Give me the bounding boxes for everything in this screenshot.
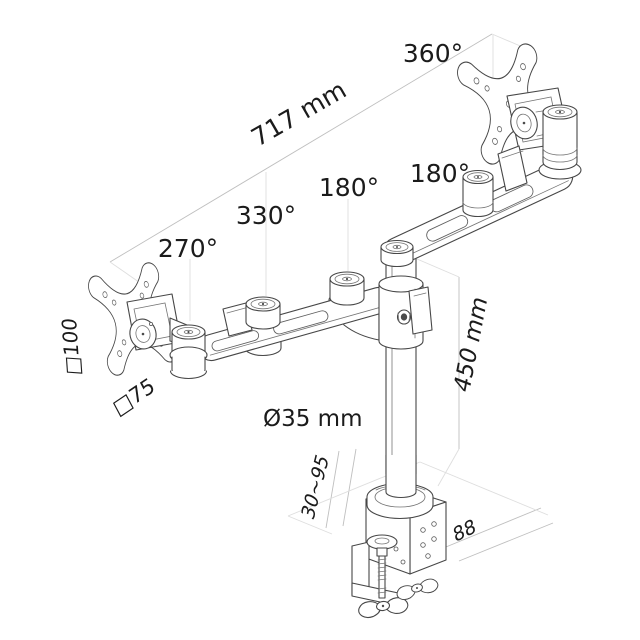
label-rotation-180-upper: 180° bbox=[410, 159, 470, 188]
dim-line-717 bbox=[109, 33, 493, 263]
desk-clamp bbox=[351, 454, 447, 618]
lower-arm-slot-1 bbox=[211, 330, 260, 352]
dim-ext-450-bottom bbox=[437, 448, 460, 487]
pole-base-stub bbox=[385, 454, 417, 499]
upper-arm bbox=[380, 104, 582, 268]
pole-top-joint bbox=[380, 239, 414, 268]
lower-arm-cable-clip bbox=[222, 302, 253, 337]
label-rotation-360: 360° bbox=[403, 39, 463, 68]
label-rotation-330: 330° bbox=[236, 201, 296, 230]
upper-arm-cable-clip bbox=[497, 145, 528, 192]
clamp-foot-knob bbox=[396, 578, 439, 600]
label-pole-diameter: Ø35 mm bbox=[263, 406, 363, 432]
clamp-wing-knob bbox=[358, 597, 409, 618]
rotation-joint-180-lower bbox=[329, 271, 365, 306]
desk-plane-edge-2 bbox=[419, 461, 549, 516]
dim-line-clamp-depth-1 bbox=[440, 507, 542, 550]
clamp-box-holes bbox=[393, 521, 437, 565]
dim-line-clamp-depth-2 bbox=[458, 522, 554, 562]
rotation-joint-360 bbox=[542, 104, 578, 171]
label-clamp-depth: 88 bbox=[451, 514, 478, 547]
label-vesa-75: □75 bbox=[108, 372, 158, 420]
dim-line-clamp-range-2 bbox=[342, 448, 357, 527]
pole-collar bbox=[378, 275, 433, 350]
lower-arm bbox=[169, 271, 393, 380]
label-clamp-range: 30~95 bbox=[297, 450, 333, 523]
label-rotation-180-inner: 180° bbox=[319, 173, 379, 202]
rotation-joint-180-upper bbox=[462, 169, 494, 218]
label-vesa-100: □100 bbox=[57, 317, 85, 376]
dim-ext-450-top bbox=[416, 258, 460, 278]
upper-arm-slot-1 bbox=[426, 215, 469, 242]
label-pole-height: 450 mm bbox=[449, 292, 493, 396]
desk-plane-edge-3 bbox=[287, 515, 333, 535]
lower-arm-slot-2 bbox=[273, 310, 329, 335]
label-length-717: 717 mm bbox=[246, 75, 351, 152]
dim-line-clamp-range-1 bbox=[325, 450, 340, 529]
clamp-screw bbox=[366, 534, 398, 599]
collar-clamp-plate bbox=[408, 286, 433, 335]
rotation-joint-330 bbox=[245, 296, 281, 330]
label-rotation-270: 270° bbox=[158, 234, 218, 263]
thumbscrew bbox=[396, 309, 412, 325]
rotation-joint-270 bbox=[169, 324, 208, 380]
dimension-lines bbox=[109, 33, 554, 562]
